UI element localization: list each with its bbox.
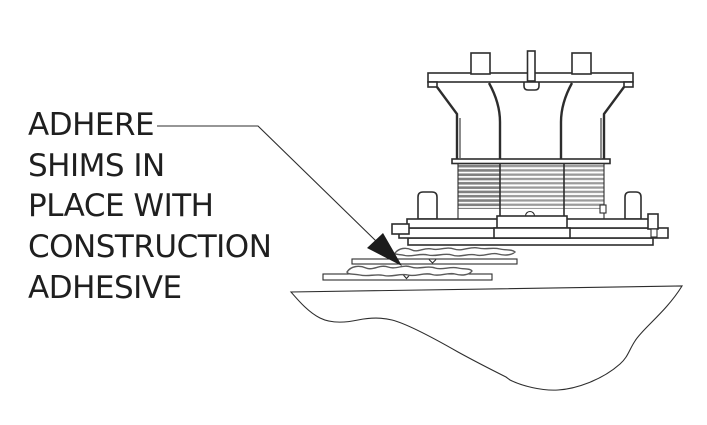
thread-stop-tab	[599, 204, 607, 214]
callout-text: ADHERE SHIMS IN PLACE WITH CONSTRUCTION …	[28, 105, 272, 309]
callout-line: ADHESIVE	[28, 269, 182, 306]
cap-bottom-ring	[451, 158, 611, 165]
leader-arrowhead-icon	[367, 233, 402, 266]
cap-tab-center	[526, 50, 536, 82]
cap-tab-left	[470, 52, 491, 75]
base-hook-right-lower	[650, 228, 658, 238]
base-center-block-upper	[496, 215, 568, 229]
adhesive-bead-lower	[346, 265, 473, 277]
cap-skirt-left	[436, 86, 459, 159]
shim-upper-notch	[428, 259, 437, 264]
thread-outer-edges	[457, 164, 605, 210]
thread-slot-edges	[499, 163, 565, 216]
callout-line: ADHERE	[28, 107, 155, 143]
shim-stack	[322, 258, 518, 281]
base-hook-right	[647, 213, 659, 230]
cap-lip-right	[623, 81, 634, 88]
substrate-surface	[289, 285, 683, 391]
threaded-column	[457, 163, 607, 222]
callout-line: PLACE WITH	[28, 188, 214, 225]
adhesive-bead-upper	[394, 246, 516, 257]
cap-tab-right	[571, 52, 592, 75]
base-center-block-lower	[493, 227, 571, 239]
base-plate-assembly	[391, 213, 669, 246]
leader-line	[157, 125, 377, 242]
pedestal-top-cap	[427, 50, 634, 165]
cap-lip-left	[427, 81, 438, 88]
cap-skirt-right	[602, 86, 625, 159]
callout-line: SHIMS IN	[28, 147, 165, 184]
callout-line: CONSTRUCTION	[28, 229, 272, 266]
base-plate-bottom	[407, 237, 654, 246]
thread-stripes-left	[458, 164, 500, 209]
cap-center-notch	[523, 82, 540, 91]
cap-rib-right	[559, 82, 574, 159]
base-tab-left	[391, 223, 410, 235]
support-post-right	[624, 191, 642, 220]
cap-rib-left	[487, 82, 502, 159]
support-post-left	[417, 191, 438, 220]
